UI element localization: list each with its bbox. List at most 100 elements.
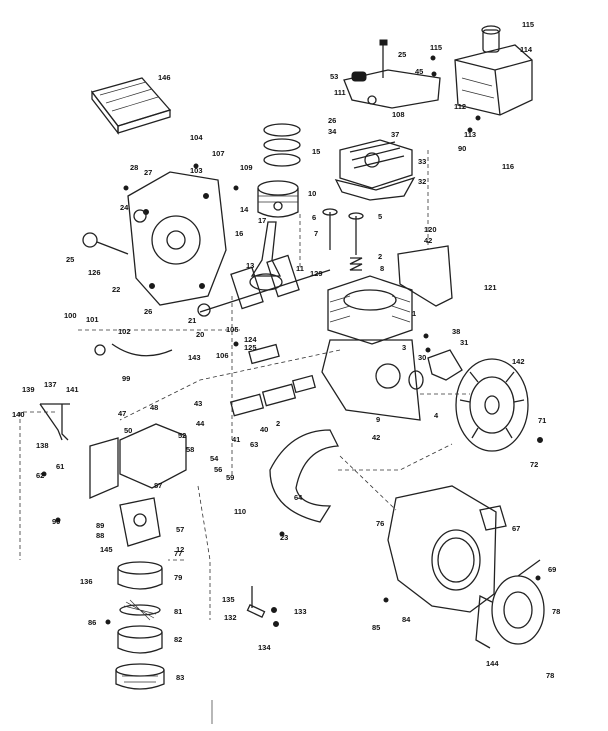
callout-89: 89	[96, 521, 104, 530]
fuel-line-part	[94, 343, 173, 357]
callout-63: 63	[250, 440, 258, 449]
callout-78: 78	[546, 671, 554, 680]
callout-32: 32	[418, 177, 426, 186]
callout-2: 2	[378, 252, 382, 261]
callout-22: 22	[112, 285, 120, 294]
callout-107: 107	[212, 149, 225, 158]
manual-booklet-part	[90, 77, 172, 135]
callout-141: 141	[66, 385, 79, 394]
crankcase-cover-part	[127, 171, 227, 306]
callout-31: 31	[460, 338, 468, 347]
callout-47: 47	[118, 409, 126, 418]
callout-40: 40	[260, 425, 268, 434]
callout-84: 84	[402, 615, 411, 624]
callout-3: 3	[402, 343, 406, 352]
callout-134: 134	[258, 643, 271, 652]
callout-7: 7	[314, 229, 318, 238]
callout-71: 71	[538, 416, 546, 425]
callout-82: 82	[174, 635, 182, 644]
callout-9: 9	[376, 415, 380, 424]
callout-13: 13	[246, 261, 254, 270]
callout-25: 25	[66, 255, 74, 264]
governor-parts	[82, 209, 147, 255]
callout-133: 133	[294, 607, 307, 616]
callout-76: 76	[376, 519, 384, 528]
callout-28: 28	[130, 163, 138, 172]
callout-5: 5	[378, 212, 382, 221]
callout-48: 48	[150, 403, 158, 412]
crankshaft-part	[197, 254, 331, 317]
throttle-lever-part	[39, 403, 70, 441]
callout-10: 10	[308, 189, 316, 198]
small-hardware-parts	[246, 586, 279, 627]
callout-34: 34	[328, 127, 337, 136]
cylinder-head-part	[334, 139, 416, 201]
callout-111: 111	[334, 88, 346, 97]
muffler-part	[454, 25, 533, 116]
callout-77: 77	[174, 549, 182, 558]
callout-33: 33	[418, 157, 426, 166]
callout-115: 115	[430, 43, 442, 52]
callout-43: 43	[194, 399, 202, 408]
callout-27: 27	[144, 168, 152, 177]
callout-1: 1	[412, 309, 416, 318]
callout-58: 58	[186, 445, 194, 454]
connecting-rod-part	[249, 221, 283, 291]
fasteners-parts	[41, 55, 543, 625]
callout-8: 8	[380, 264, 384, 273]
callout-2: 2	[276, 419, 280, 428]
callout-137: 137	[44, 380, 57, 389]
callout-105: 105	[226, 325, 239, 334]
callout-62: 62	[36, 471, 44, 480]
callout-114: 114	[520, 45, 533, 54]
cylinder-block-part	[321, 275, 421, 421]
callout-86: 86	[88, 618, 96, 627]
callout-83: 83	[176, 673, 184, 682]
callout-42: 42	[372, 433, 380, 442]
carburetor-part	[89, 423, 187, 547]
callout-37: 37	[391, 130, 399, 139]
callout-30: 30	[418, 353, 426, 362]
callout-72: 72	[530, 460, 538, 469]
callout-99: 99	[122, 374, 130, 383]
callout-14: 14	[240, 205, 249, 214]
callout-132: 132	[224, 613, 237, 622]
callout-144: 144	[486, 659, 499, 668]
callout-113: 113	[464, 130, 476, 139]
callout-142: 142	[512, 357, 525, 366]
gaskets-part	[229, 343, 317, 417]
callout-16: 16	[235, 229, 243, 238]
callout-12: 12	[176, 545, 184, 554]
blower-housing-part	[387, 485, 497, 613]
callout-90: 90	[52, 517, 60, 526]
callout-21: 21	[188, 316, 196, 325]
callout-24: 24	[120, 203, 129, 212]
callout-44: 44	[196, 419, 205, 428]
callout-112: 112	[454, 102, 466, 111]
callout-61: 61	[56, 462, 64, 471]
callout-145: 145	[100, 545, 113, 554]
callout-53: 53	[330, 72, 338, 81]
piston-part	[257, 180, 299, 218]
callout-56: 56	[214, 465, 222, 474]
callout-129: 129	[310, 269, 323, 278]
callout-67: 67	[512, 524, 520, 533]
callout-57: 57	[176, 525, 184, 534]
callout-125: 125	[244, 343, 257, 352]
callout-146: 146	[158, 73, 171, 82]
callout-120: 120	[424, 225, 437, 234]
callout-81: 81	[174, 607, 182, 616]
callout-69: 69	[548, 565, 556, 574]
callout-104: 104	[190, 133, 203, 142]
callout-4: 4	[434, 411, 439, 420]
callout-116: 116	[502, 162, 514, 171]
callout-54: 54	[210, 454, 219, 463]
callout-26: 26	[144, 307, 152, 316]
callout-52: 52	[178, 431, 186, 440]
callout-90: 90	[458, 144, 466, 153]
callout-139: 139	[22, 385, 35, 394]
callout-23: 23	[280, 533, 288, 542]
cylinder-shroud-part	[269, 429, 340, 523]
callout-135: 135	[222, 595, 235, 604]
